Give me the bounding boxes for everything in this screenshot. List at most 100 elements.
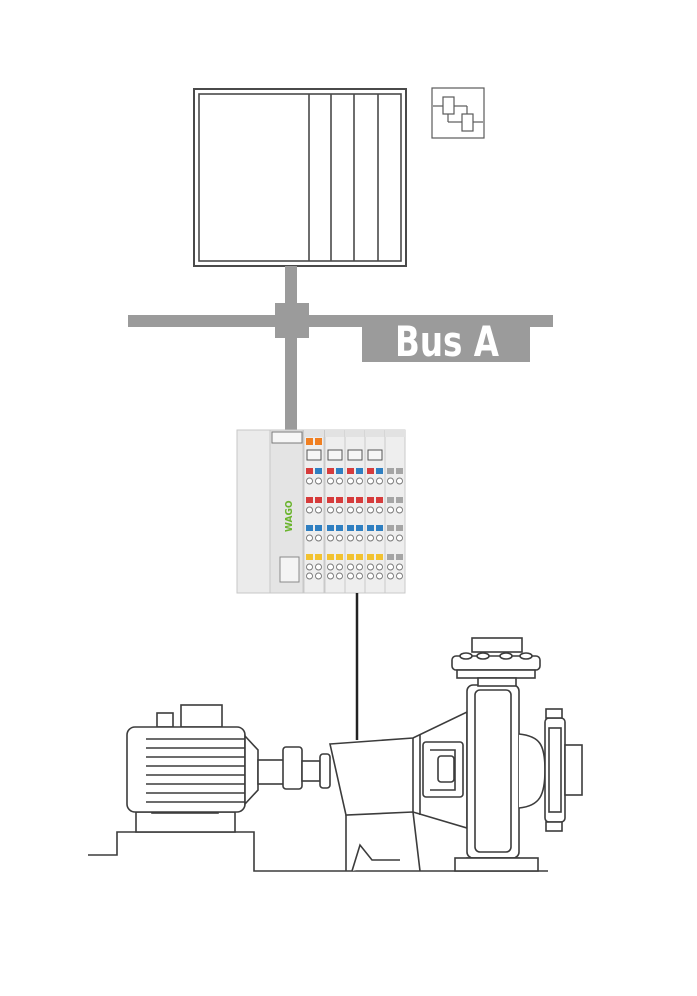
terminal-point (387, 563, 394, 571)
channel-led (376, 525, 383, 531)
motor-body (126, 726, 246, 813)
terminal-point (336, 572, 343, 580)
terminal-point (356, 477, 363, 485)
module-label-window (306, 449, 322, 461)
terminal-point (387, 477, 394, 485)
channel-led (336, 554, 343, 560)
wago-brand-logo: WAGO (284, 500, 295, 532)
terminal-point (376, 477, 383, 485)
channel-led (336, 525, 343, 531)
terminal-point (306, 477, 313, 485)
channel-led (356, 554, 363, 560)
terminal-point (367, 572, 374, 580)
cabinet-outer-frame (193, 88, 407, 267)
terminal-point (347, 572, 354, 580)
terminal-point (376, 534, 383, 542)
channel-led (315, 497, 322, 503)
terminal-point (306, 563, 313, 571)
channel-led (327, 554, 334, 560)
terminal-point (306, 506, 313, 514)
channel-led (387, 554, 394, 560)
terminal-point (327, 477, 334, 485)
channel-led (356, 525, 363, 531)
terminal-point (376, 506, 383, 514)
channel-led (387, 468, 394, 474)
terminal-point (327, 572, 334, 580)
cabinet-bus-drop (285, 266, 297, 306)
bus-junction (275, 303, 309, 338)
channel-led (306, 554, 313, 560)
channel-led (336, 497, 343, 503)
terminal-point (315, 506, 322, 514)
terminal-point (347, 477, 354, 485)
channel-led (387, 525, 394, 531)
channel-led (315, 468, 322, 474)
terminal-point (356, 563, 363, 571)
terminal-point (396, 563, 403, 571)
status-led (306, 438, 313, 445)
terminal-point (367, 563, 374, 571)
terminal-point (396, 572, 403, 580)
channel-led (336, 468, 343, 474)
terminal-point (367, 534, 374, 542)
channel-led (327, 497, 334, 503)
terminal-point (306, 572, 313, 580)
channel-led (396, 497, 403, 503)
terminal-point (396, 477, 403, 485)
terminal-point (356, 572, 363, 580)
channel-led (376, 468, 383, 474)
bus-a-label: Bus A (395, 317, 500, 366)
bus-network (128, 266, 553, 430)
terminal-point (376, 572, 383, 580)
channel-led (387, 497, 394, 503)
centrifugal-pump (329, 637, 583, 872)
circuit-symbol-icon (431, 87, 485, 139)
channel-led (367, 525, 374, 531)
pump-top-flange (471, 637, 523, 653)
module-label-window (347, 449, 363, 461)
terminal-point (347, 506, 354, 514)
terminal-box (180, 704, 223, 728)
shaft-coupling (282, 746, 331, 790)
terminal-point (387, 572, 394, 580)
terminal-point (387, 506, 394, 514)
channel-led (396, 525, 403, 531)
terminal-point (336, 563, 343, 571)
terminal-point (396, 506, 403, 514)
control-cabinet (193, 88, 407, 267)
channel-led (315, 554, 322, 560)
terminal-point (327, 506, 334, 514)
channel-led (347, 497, 354, 503)
channel-led (347, 525, 354, 531)
module-label-window (367, 449, 383, 461)
channel-led (367, 497, 374, 503)
module-label-window (327, 449, 343, 461)
channel-led (376, 497, 383, 503)
terminal-point (306, 534, 313, 542)
terminal-point (347, 563, 354, 571)
terminal-point (347, 534, 354, 542)
channel-led (396, 554, 403, 560)
io-system: WAGO (236, 429, 406, 594)
electric-motor (126, 704, 285, 833)
terminal-point (356, 506, 363, 514)
terminal-point (336, 506, 343, 514)
channel-led (306, 525, 313, 531)
channel-led (306, 497, 313, 503)
terminal-point (367, 477, 374, 485)
terminal-point (315, 477, 322, 485)
coupler-port (271, 431, 303, 444)
io-modules (303, 429, 406, 594)
channel-led (356, 497, 363, 503)
channel-led (315, 525, 322, 531)
channel-led (327, 525, 334, 531)
bus-a-label-box (362, 322, 530, 362)
status-led (315, 438, 322, 445)
terminal-point (376, 563, 383, 571)
channel-led (347, 554, 354, 560)
terminal-point (327, 563, 334, 571)
motor-base (135, 811, 236, 833)
motor-cooling-fins (146, 738, 245, 803)
